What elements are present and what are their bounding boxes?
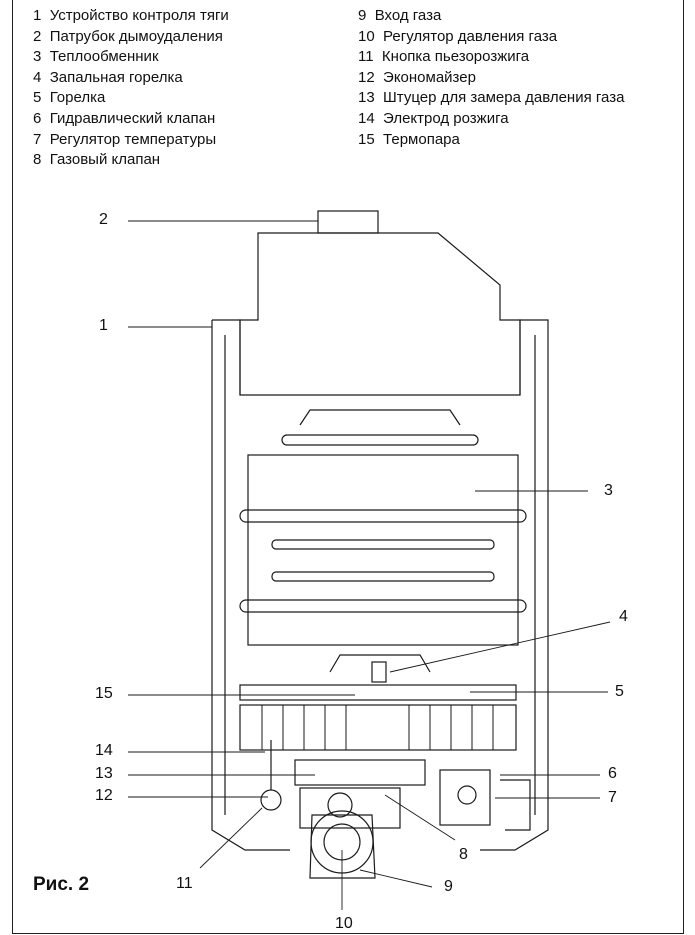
leader-lines	[128, 220, 611, 910]
callout-3: 3	[604, 482, 613, 499]
legend-item: 14 Электрод розжига	[358, 109, 509, 127]
callout-2: 2	[99, 211, 108, 228]
callout-11: 11	[176, 875, 193, 892]
figure-frame	[12, 0, 684, 934]
legend-right-column: 9 Вход газа 10 Регулятор давления газа 1…	[358, 6, 624, 150]
callout-1: 1	[99, 317, 108, 334]
legend-item: 4 Запальная горелка	[33, 68, 183, 86]
gas-valve-top	[294, 759, 426, 786]
callout-14: 14	[95, 742, 113, 759]
hood-slot	[299, 409, 461, 426]
callout-15: 15	[95, 685, 113, 702]
legend-item: 2 Патрубок дымоудаления	[33, 27, 223, 45]
callout-9: 9	[444, 878, 453, 895]
legend-item: 13 Штуцер для замера давления газа	[358, 89, 625, 107]
hydraulic-valve	[439, 769, 491, 826]
leader-11	[199, 807, 263, 869]
callout-12: 12	[95, 787, 113, 804]
legend-item: 8 Газовый клапан	[33, 151, 161, 169]
legend-item: 9 Вход газа	[358, 7, 442, 24]
legend-item: 5 Горелка	[33, 89, 106, 107]
legend-item: 11 Кнопка пьезорозжига	[358, 48, 530, 66]
legend-item: 10 Регулятор давления газа	[358, 27, 558, 45]
legend-item: 1 Устройство контроля тяги	[33, 7, 229, 24]
legend-item: 15 Термопара	[358, 130, 460, 148]
legend-item: 3 Теплообменник	[33, 48, 159, 66]
flue-outlet	[317, 210, 379, 234]
leader-8	[384, 794, 456, 841]
legend-item: 7 Регулятор температуры	[33, 130, 217, 148]
callout-5: 5	[615, 683, 624, 700]
gas-valve	[299, 787, 401, 829]
leader-9	[359, 869, 433, 888]
legend-item: 12 Экономайзер	[358, 68, 476, 86]
casing	[211, 319, 549, 851]
callout-13: 13	[95, 765, 113, 782]
heater-outline	[211, 210, 549, 879]
burner-nozzles	[261, 705, 494, 750]
callout-8: 8	[459, 846, 468, 863]
piezo-button	[260, 789, 282, 811]
legend-left-column: 1 Устройство контроля тяги 2 Патрубок ды…	[33, 6, 229, 171]
leader-4	[389, 621, 611, 673]
main-burner	[239, 704, 517, 751]
callout-10: 10	[335, 915, 353, 932]
callout-4: 4	[619, 608, 628, 625]
legend-item: 6 Гидравлический клапан	[33, 109, 216, 127]
figure-caption: Рис. 2	[33, 874, 90, 895]
callout-7: 7	[608, 789, 617, 806]
draft-hood	[239, 232, 521, 396]
burner-row-top	[239, 684, 517, 701]
heat-exchanger	[247, 454, 519, 646]
callout-6: 6	[608, 765, 617, 782]
pilot-burner	[329, 654, 431, 673]
